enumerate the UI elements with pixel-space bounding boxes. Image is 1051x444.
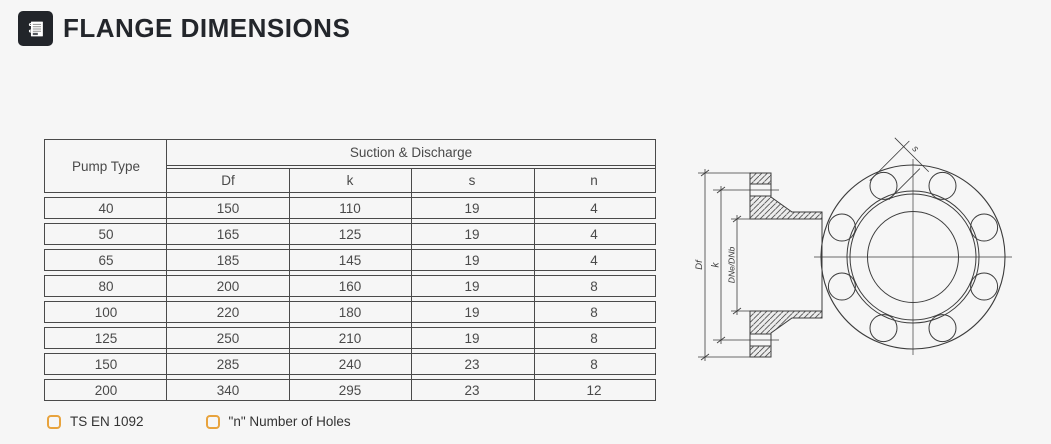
col-header-df: Df [221,173,235,188]
table-cell: 200 [216,278,240,294]
footnote-standard: TS EN 1092 [47,414,144,429]
table-cell: 19 [464,278,480,294]
table-header: Pump Type Suction & Discharge Df k s n [44,139,656,193]
orange-square-bullet-icon [205,414,220,429]
table-cell: 4 [590,200,598,216]
flange-dimensions-table: Pump Type Suction & Discharge Df k s n 4… [44,139,656,401]
table-cell: 110 [339,200,361,216]
group-header-suction-discharge: Suction & Discharge [167,140,655,166]
table-cell: 4 [590,252,598,268]
table-row: 40 150 110 19 4 [44,197,656,219]
table-cell: 19 [464,304,480,320]
table-cell: 8 [590,330,598,346]
table-cell: 19 [464,200,480,216]
table-cell: 160 [338,278,362,294]
column-separator [288,168,290,401]
notebook-icon [18,11,53,46]
col-header-n: n [590,173,598,188]
table-row: 200 340 295 23 12 [44,379,656,401]
table-row: 80 200 160 19 8 [44,275,656,297]
table-cell: 250 [216,330,240,346]
table-cell: 8 [590,278,598,294]
sub-header-row: Df k s n [167,168,655,192]
table-cell: 19 [464,226,480,242]
table-cell: 180 [338,304,362,320]
table-row: 50 165 125 19 4 [44,223,656,245]
table-cell: 8 [590,304,598,320]
table-cell: 150 [216,200,240,216]
table-row: 150 285 240 23 8 [44,353,656,375]
table-cell: 200 [94,382,118,398]
table-cell: 65 [98,252,114,268]
col-header-s: s [468,173,476,188]
col-header-k: k [346,173,354,188]
table-cell: 285 [216,356,240,372]
table-row: 65 185 145 19 4 [44,249,656,271]
table-cell: 4 [590,226,598,242]
page-header: FLANGE DIMENSIONS [18,11,350,46]
table-cell: 340 [216,382,240,398]
dim-label-s: s [910,143,921,154]
footnote-label: TS EN 1092 [70,414,144,429]
table-cell: 145 [338,252,362,268]
table-cell: 100 [94,304,118,320]
column-separator [166,139,168,401]
table-row: 100 220 180 19 8 [44,301,656,323]
table-cell: 240 [338,356,362,372]
flange-side-section [749,172,823,358]
table-cell: 19 [464,252,480,268]
page-title: FLANGE DIMENSIONS [63,13,351,43]
table-cell: 23 [464,356,480,372]
table-row: 125 250 210 19 8 [44,327,656,349]
dim-label-df: Df [694,259,705,270]
dim-label-k: k [711,262,722,268]
table-cell: 23 [464,382,480,398]
column-separator [411,168,413,401]
s-dimension: s [869,137,930,200]
table-cell: 210 [338,330,362,346]
orange-square-bullet-icon [47,414,61,429]
footnote-label: "n" Number of Holes [228,414,351,429]
table-cell: 12 [586,382,602,398]
table-cell: 220 [216,304,240,320]
dimension-lines [698,169,752,361]
flange-technical-drawing: Df k DNe/DNb [690,130,1051,420]
footnote-holes: "n" Number of Holes [205,414,351,429]
table-cell: 150 [94,356,118,372]
table-cell: 185 [216,252,240,268]
footnotes: TS EN 1092 "n" Number of Holes [47,414,351,429]
table-cell: 8 [590,356,598,372]
table-cell: 125 [94,330,118,346]
table-cell: 50 [98,226,114,242]
table-cell: 19 [464,330,480,346]
table-cell: 80 [98,278,114,294]
flange-front-view [814,159,1012,355]
pump-type-header: Pump Type [71,158,141,174]
table-cell: 40 [98,200,114,216]
table-cell: 125 [338,226,362,242]
table-cell: 165 [216,226,240,242]
column-separator [533,168,535,401]
table-cell: 295 [338,382,362,398]
bolt-holes [827,171,999,343]
dim-label-bore: DNe/DNb [727,247,737,284]
